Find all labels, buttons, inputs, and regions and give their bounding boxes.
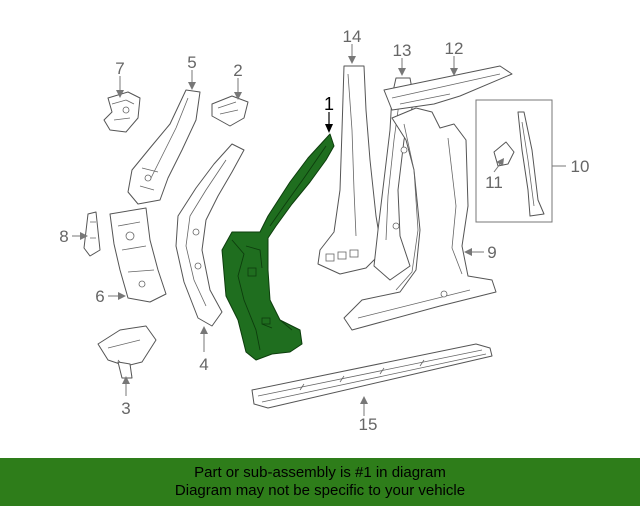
leader-lines [72,44,566,416]
callout-15[interactable]: 15 [359,415,378,434]
callout-10[interactable]: 10 [571,157,590,176]
callout-2[interactable]: 2 [233,61,242,80]
callout-5[interactable]: 5 [187,53,196,72]
part-10-group[interactable] [475,99,553,223]
part-12[interactable] [383,65,513,111]
banner-line-2: Diagram may not be specific to your vehi… [174,482,466,499]
part-5[interactable] [127,89,201,205]
callout-14[interactable]: 14 [343,27,362,46]
info-banner: Part or sub-assembly is #1 in diagram Di… [0,458,640,506]
part-8[interactable] [83,211,101,257]
callout-9[interactable]: 9 [487,243,496,262]
callout-4[interactable]: 4 [199,355,208,374]
banner-line-1: Part or sub-assembly is #1 in diagram [194,464,446,481]
callout-13[interactable]: 13 [393,41,412,60]
callout-3[interactable]: 3 [121,399,130,418]
parts-diagram: 1 2 3 4 5 6 7 8 9 10 11 12 13 14 15 [59,27,590,434]
callout-8[interactable]: 8 [59,227,68,246]
part-1-highlighted[interactable] [221,133,335,361]
part-4[interactable] [175,143,245,327]
part-7[interactable] [103,91,141,133]
part-6[interactable] [109,207,167,303]
callout-7[interactable]: 7 [115,59,124,78]
part-2[interactable] [211,95,249,127]
part-14[interactable] [317,65,383,275]
callout-1[interactable]: 1 [324,94,334,114]
part-11[interactable] [493,141,515,167]
part-3[interactable] [97,325,157,379]
part-15[interactable] [251,343,493,409]
callout-12[interactable]: 12 [445,39,464,58]
part-9[interactable] [343,107,497,331]
callout-11[interactable]: 11 [485,173,503,192]
callout-6[interactable]: 6 [95,287,104,306]
